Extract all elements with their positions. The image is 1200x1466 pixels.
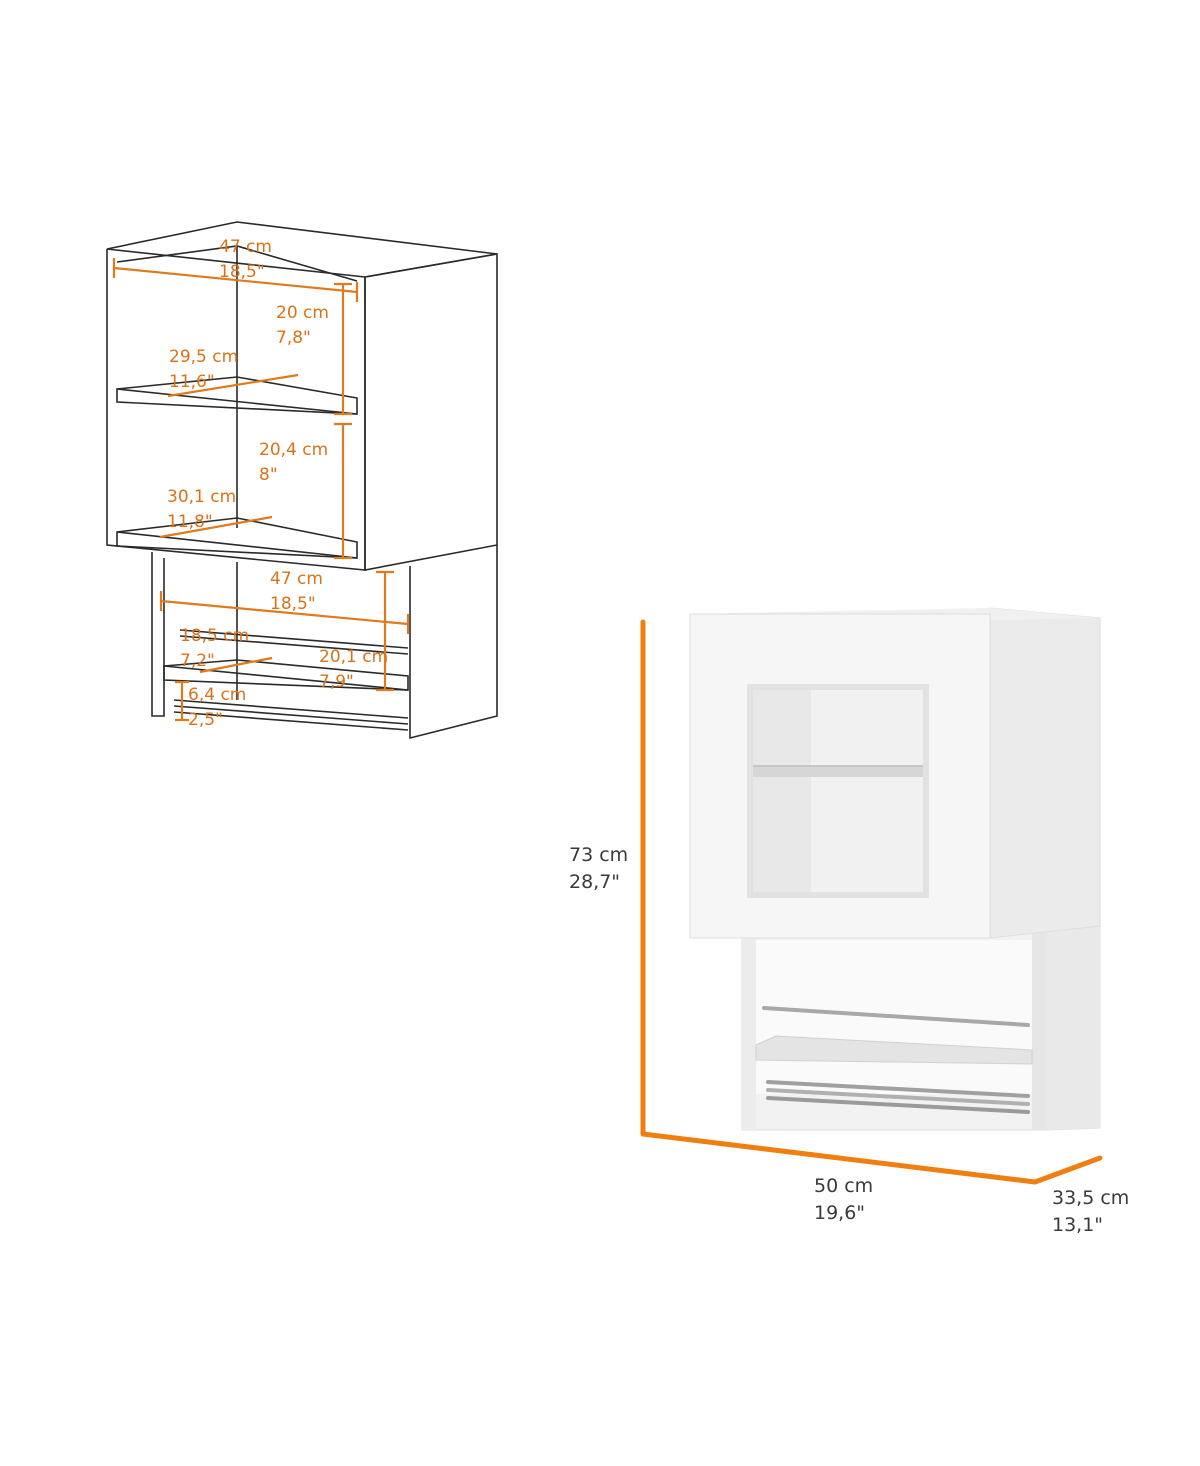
bottom-rail-2 [173,705,409,725]
label-product-width-cm: 50 cm [814,1175,873,1197]
label-bottom-shelf-depth-in: 7,2" [180,651,215,671]
dim-upper-shelf-depth-line [167,373,299,398]
bottom-rail-3 [173,711,409,731]
dim-top-width-line [113,266,358,294]
product-lower-shelf [755,1035,1033,1065]
label-bottom-shelf-depth-cm: 18,5 cm [180,626,249,646]
label-bottom-width-in: 18,5" [270,594,316,614]
label-lower-shelf-depth-in: 11,8" [167,512,213,532]
label-lower-shelf-depth-cm: 30,1 cm [167,487,236,507]
upper-rail-2 [179,635,409,655]
upper-box-front-left [106,249,366,571]
upper-box-bottom [116,517,358,559]
label-middle-height-cm: 20,4 cm [259,440,328,460]
glass-left-shade [753,690,811,892]
upper-shelf-front [116,388,358,415]
lower-shelf [163,659,409,691]
label-middle-height-in: 8" [259,465,278,485]
line-drawing-dimension-labels: 47 cm 18,5" 20 cm 7,8" 29,5 cm 11,6" 20,… [167,237,388,730]
upper-rail [179,629,409,649]
label-product-depth-in: 13,1" [1052,1214,1103,1236]
product-bottom-rail-2 [766,1088,1030,1106]
lower-section-left-side-panel [742,936,756,1130]
label-open-section-height-cm: 20,1 cm [319,647,388,667]
label-product-depth-cm: 33,5 cm [1052,1187,1129,1209]
label-top-width-in: 18,5" [219,262,265,282]
line-drawing-dimension-lines [112,258,410,722]
dim-lower-shelf-depth-line [159,515,273,539]
product-bottom-rail-1 [766,1080,1030,1098]
label-rail-height-in: 2,5" [188,710,223,730]
product-bottom-rail-3 [766,1096,1030,1114]
upper-box-side [989,607,1101,939]
lower-section-side-depth [1046,920,1100,1130]
product-upper-rail [762,1006,1030,1027]
lower-section-left-side [151,552,165,717]
label-open-section-height-in: 7,9" [319,672,354,692]
label-top-height-cm: 20 cm [276,303,329,323]
bottom-rail-1 [173,699,409,719]
label-product-height-cm: 73 cm [569,844,628,866]
dim-bottom-shelf-depth-line [199,656,273,674]
label-upper-shelf-depth-in: 11,6" [169,372,215,392]
product-dimension-labels: 73 cm 28,7" 50 cm 19,6" 33,5 cm 13,1" [569,844,1129,1236]
label-product-width-in: 19,6" [814,1202,865,1224]
upper-box-right-side [364,253,498,571]
product-dimension-lines [640,619,1103,1185]
label-top-height-in: 7,8" [276,328,311,348]
lower-section-right-side [409,545,498,740]
dim-bottom-width-line [160,599,409,626]
upper-shelf [116,376,358,415]
label-product-height-in: 28,7" [569,871,620,893]
product-render [689,607,1101,1131]
label-rail-height-cm: 6,4 cm [188,685,246,705]
lower-section-right-side-panel [1032,926,1046,1130]
label-bottom-width-cm: 47 cm [270,569,323,589]
glass-inner-shelf [753,766,923,777]
upper-box-bottom-front [116,531,358,559]
upper-box-back-top [106,221,498,278]
label-upper-shelf-depth-cm: 29,5 cm [169,347,238,367]
line-drawing-cabinet [106,221,498,740]
product-height-width-depth-line [640,619,1103,1185]
label-top-width-cm: 47 cm [219,237,272,257]
